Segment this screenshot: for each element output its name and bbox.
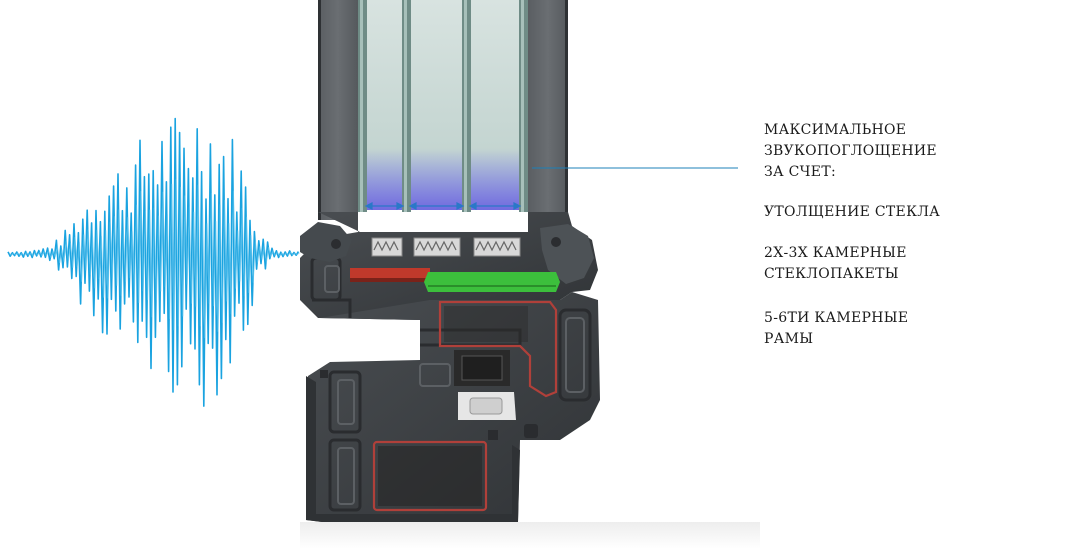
caption-item-glass-thickness: УТОЛЩЕНИЕ СТЕКЛА	[764, 202, 940, 223]
caption-heading-line-3: ЗА СЧЕТ:	[764, 164, 836, 180]
caption-heading-line-1: МАКСИМАЛЬНОЕ	[764, 122, 907, 138]
spacer-frames	[371, 237, 521, 257]
reinforcement-chambers	[372, 300, 558, 512]
caption-item-frames: 5-6ТИ КАМЕРНЫЕ РАМЫ	[764, 308, 908, 350]
glass-unit	[358, 0, 528, 212]
frame-profile	[300, 212, 600, 522]
caption-heading: МАКСИМАЛЬНОЕ ЗВУКОПОГЛОЩЕНИЕ ЗА СЧЕТ:	[764, 120, 937, 183]
metal-insert	[454, 350, 516, 420]
caption-item-units-line-1: 2Х-3Х КАМЕРНЫЕ	[764, 245, 907, 261]
pane-spacing-arrows	[364, 202, 522, 210]
red-seal-strip	[350, 268, 430, 278]
floor-shadow	[300, 522, 760, 549]
sound-wave-line-secondary	[8, 179, 300, 339]
caption-item-units-line-2: СТЕКЛОПАКЕТЫ	[764, 266, 899, 282]
sound-wave-line	[7, 117, 300, 407]
caption-item-glass-units: 2Х-3Х КАМЕРНЫЕ СТЕКЛОПАКЕТЫ	[764, 243, 907, 285]
green-reinforcement	[424, 272, 560, 292]
sash-frame	[318, 0, 568, 220]
caption-item-frames-line-1: 5-6ТИ КАМЕРНЫЕ	[764, 310, 909, 326]
caption-item-frames-line-2: РАМЫ	[764, 331, 814, 347]
sound-wave-graphic	[7, 117, 300, 407]
caption-item-glass-line-1: УТОЛЩЕНИЕ СТЕКЛА	[764, 204, 941, 220]
caption-heading-line-2: ЗВУКОПОГЛОЩЕНИЕ	[764, 143, 937, 159]
